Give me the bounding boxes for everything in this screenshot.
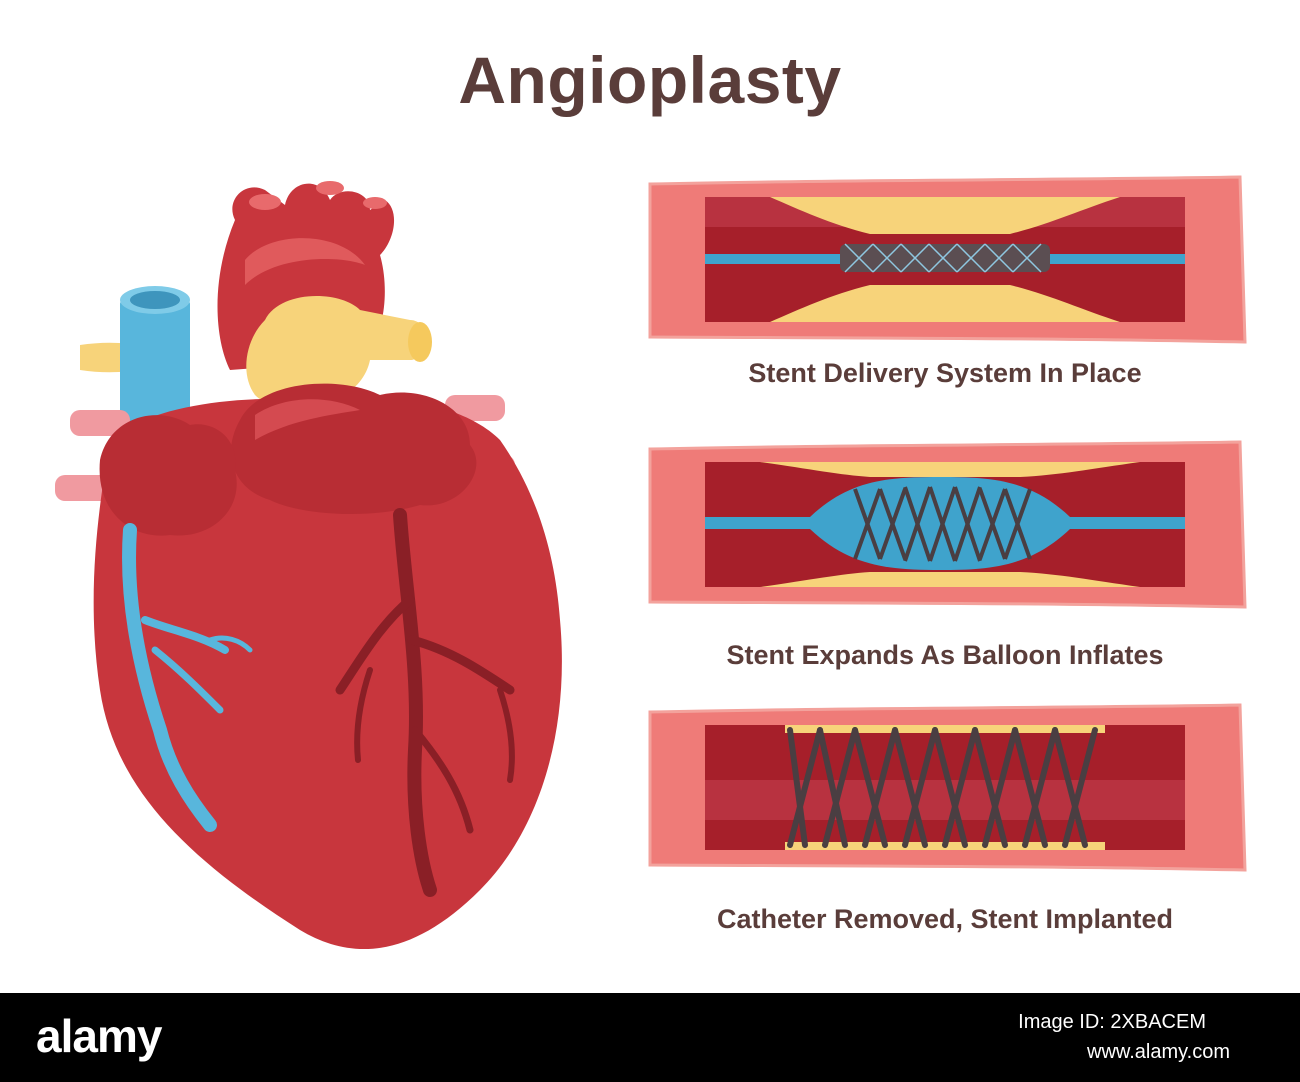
coronary-vein-branch-2 (151, 646, 224, 714)
heart-illustration (55, 181, 562, 950)
step-1-label: Stent Delivery System In Place (748, 358, 1142, 388)
vena-cava-inner (130, 291, 180, 309)
heart-body (93, 396, 562, 950)
plaque-top (760, 462, 1140, 477)
stent-compressed (840, 244, 1050, 272)
coronary-artery-branch-3 (411, 726, 474, 834)
coronary-artery-branch-4 (354, 667, 373, 763)
plaque-top-thin (785, 725, 1105, 733)
plaque-top (770, 197, 1120, 234)
right-atrium (99, 415, 237, 536)
stent-mesh (844, 243, 1042, 273)
artery-stent-delivery (648, 175, 1247, 344)
coronary-artery-branch-5 (497, 687, 515, 783)
diagram-title: Angioplasty (458, 43, 842, 117)
watermark-footer: alamy Image ID: 2XBACEM www.alamy.com (0, 993, 1300, 1082)
coronary-vein (122, 523, 217, 832)
atrium-shade (255, 399, 360, 440)
artery-stent-implanted (648, 703, 1247, 872)
step-3-label: Catheter Removed, Stent Implanted (716, 904, 1174, 934)
artery-stent-expanding (648, 440, 1247, 609)
stent-expanding (853, 486, 1032, 562)
pulmonary-opening (408, 322, 432, 362)
vessel-pink-3 (445, 395, 505, 421)
step-2-label: Stent Expands As Balloon Inflates (726, 640, 1164, 670)
alamy-logo: alamy (36, 1010, 162, 1062)
plaque-bottom (760, 572, 1140, 587)
coronary-vein-branch-3 (207, 635, 253, 653)
aorta-opening-1 (249, 194, 281, 210)
aorta-opening-2 (316, 181, 344, 195)
image-id-text: Image ID: 2XBACEM (1018, 1011, 1206, 1033)
coronary-vein-branch-1 (141, 616, 229, 654)
aorta-highlight (245, 238, 365, 285)
source-url-text: www.alamy.com (1087, 1041, 1230, 1063)
vessel-lumen-shade (705, 780, 1185, 820)
aorta-opening-3 (363, 197, 387, 209)
vessel-pink-1 (70, 410, 130, 436)
left-atrium (231, 383, 477, 515)
coronary-artery-branch-1 (335, 595, 415, 695)
plaque-bottom (770, 285, 1120, 322)
coronary-artery-branch-2 (407, 635, 515, 695)
stent-implanted (787, 727, 1098, 848)
pulmonary-artery (246, 296, 427, 409)
